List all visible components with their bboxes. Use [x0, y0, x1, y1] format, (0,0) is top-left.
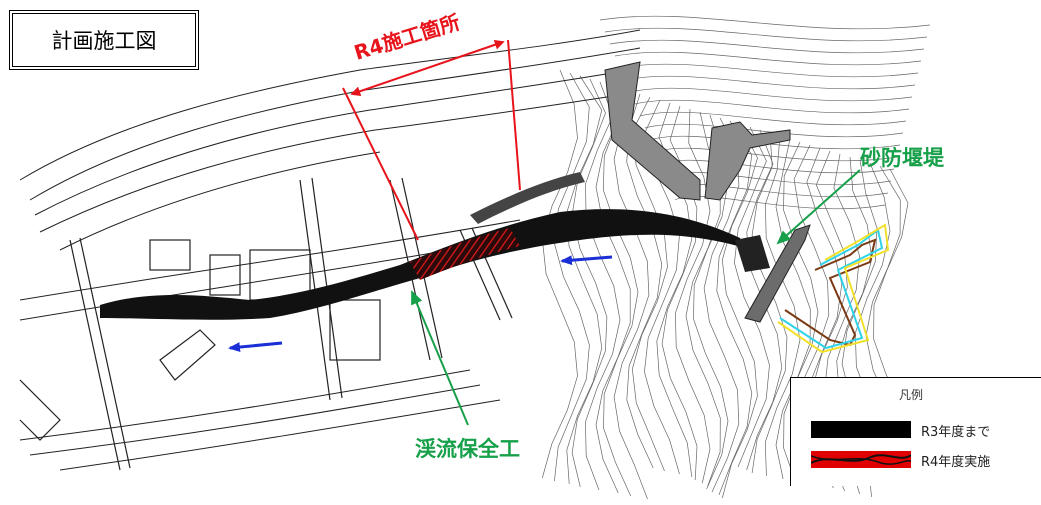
contour-line	[639, 111, 907, 126]
road-lines	[19, 29, 641, 471]
contour-line	[602, 87, 639, 497]
contour-line	[595, 84, 631, 494]
creek-channel-r4	[410, 228, 520, 280]
legend-title: 凡例	[899, 388, 924, 402]
contour-line	[571, 78, 608, 488]
bridges-and-roads	[19, 177, 513, 471]
r4-section-marker	[342, 39, 521, 241]
contour-line	[609, 39, 925, 54]
contour-line	[675, 108, 711, 484]
r4-dimension-arrow-icon	[350, 39, 505, 97]
sabo-dam-label: 砂防堰堤	[860, 146, 944, 170]
contour-line	[764, 135, 801, 477]
legend-swatch-r3	[811, 421, 911, 438]
dam-approach	[735, 235, 770, 272]
contour-line	[734, 126, 770, 468]
creek-upper-branch	[470, 172, 585, 224]
outline-brown	[784, 238, 877, 347]
contour-line	[599, 15, 931, 30]
upper-structure-right	[704, 121, 791, 201]
upper-structure-left	[604, 61, 701, 201]
legend-swatch-r4	[811, 451, 911, 468]
contour-line	[644, 123, 904, 138]
contour-line	[716, 120, 753, 496]
flow-direction-arrow-icon	[228, 341, 283, 353]
contour-line	[541, 69, 578, 479]
contour-line	[553, 72, 590, 482]
plan-title: 計画施工図	[51, 29, 157, 53]
contour-line	[624, 75, 916, 90]
contour-line	[775, 138, 811, 480]
contour-line	[614, 51, 922, 66]
contour-line	[721, 123, 758, 499]
contour-line	[629, 87, 913, 102]
legend-label-r4: R4年度実施	[921, 455, 991, 470]
outline-yellow	[777, 223, 890, 354]
contour-line	[585, 81, 621, 491]
contour-line	[613, 90, 650, 500]
flow-direction-arrow-icon	[560, 255, 613, 266]
contour-line	[634, 99, 910, 114]
pointer-arrow-icon	[411, 290, 469, 426]
contour-line	[626, 93, 663, 469]
legend: 凡例 R3年度まで R4年度実施	[790, 377, 1041, 486]
contour-line	[654, 147, 898, 162]
sabo-dam	[744, 224, 811, 323]
pointer-arrow-icon	[776, 169, 861, 245]
keiryu-label: 渓流保全工	[415, 437, 520, 461]
contour-line	[751, 132, 788, 474]
contour-line	[703, 117, 740, 493]
legend-label-r3: R3年度まで	[921, 425, 991, 440]
contour-line	[604, 27, 928, 42]
plan-title-box: 計画施工図	[9, 10, 199, 70]
contour-line	[619, 63, 919, 78]
contour-line	[783, 141, 819, 483]
outline-cyan	[779, 228, 884, 350]
